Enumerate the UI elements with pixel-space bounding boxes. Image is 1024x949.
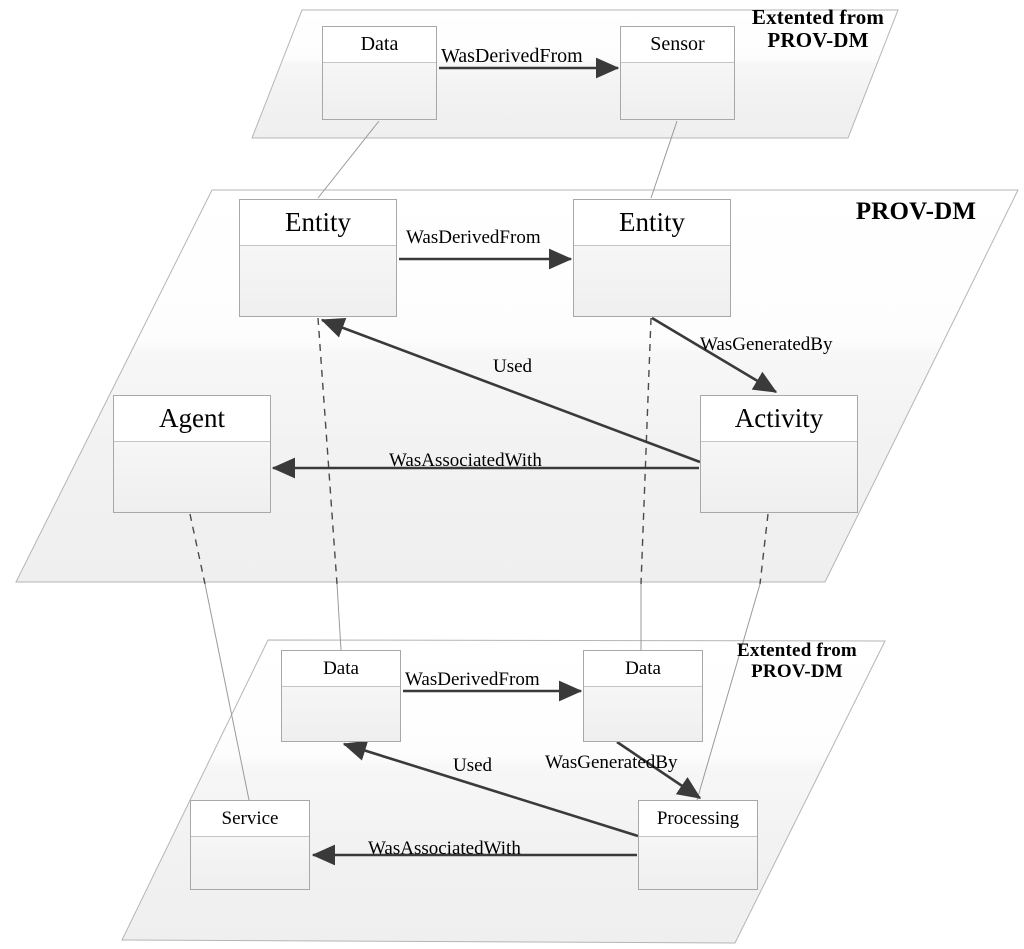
service-bottom: Service bbox=[190, 800, 310, 890]
relation-edges bbox=[271, 57, 778, 866]
map-entity-left-to-data bbox=[336, 583, 342, 651]
layer-title-bottom: Extented from PROV-DM bbox=[737, 640, 857, 682]
layer-title-middle: PROV-DM bbox=[855, 198, 977, 225]
agent-middle: Agent bbox=[113, 395, 271, 513]
entity-middle-left: Entity bbox=[239, 199, 397, 317]
was-associated-with-bottom-label: WasAssociatedWith bbox=[368, 838, 521, 859]
data-bottom-left: Data bbox=[281, 650, 401, 742]
agent-middle-label: Agent bbox=[114, 396, 270, 442]
data-bottom-left-body bbox=[282, 687, 400, 741]
sensor-top-right: Sensor bbox=[620, 26, 735, 120]
entity-middle-right-body bbox=[574, 246, 730, 316]
data-bottom-right: Data bbox=[583, 650, 703, 742]
map-agent-to-service bbox=[204, 583, 250, 801]
was-derived-from-bottom-label: WasDerivedFrom bbox=[405, 669, 540, 690]
processing-bottom-label: Processing bbox=[639, 801, 757, 837]
data-bottom-left-label: Data bbox=[282, 651, 400, 687]
data-bottom-right-label: Data bbox=[584, 651, 702, 687]
entity-middle-right: Entity bbox=[573, 199, 731, 317]
was-generated-by-bottom-label: WasGeneratedBy bbox=[545, 752, 678, 773]
activity-middle: Activity bbox=[700, 395, 858, 513]
was-generated-by-middle-label: WasGeneratedBy bbox=[700, 334, 833, 355]
entity-middle-left-body bbox=[240, 246, 396, 316]
dash-entity-left-down bbox=[317, 317, 338, 585]
map-activity-to-processing bbox=[696, 583, 761, 801]
was-generated-by-middle bbox=[651, 316, 778, 394]
sensor-top-right-label: Sensor bbox=[621, 27, 734, 63]
dash-entity-right-down bbox=[640, 317, 652, 585]
was-associated-with-middle-label: WasAssociatedWith bbox=[389, 450, 542, 471]
entity-middle-right-label: Entity bbox=[574, 200, 730, 246]
used-bottom-label: Used bbox=[453, 755, 493, 776]
dash-activity-down bbox=[759, 513, 769, 585]
activity-middle-body bbox=[701, 442, 857, 512]
layer-title-top: Extented from PROV-DM bbox=[751, 5, 885, 52]
data-bottom-right-body bbox=[584, 687, 702, 741]
activity-middle-label: Activity bbox=[701, 396, 857, 442]
layer-mapping-lines bbox=[189, 120, 769, 801]
data-top-left-label: Data bbox=[323, 27, 436, 63]
map-data-to-entity bbox=[317, 120, 380, 199]
processing-bottom: Processing bbox=[638, 800, 758, 890]
service-bottom-body bbox=[191, 837, 309, 889]
entity-middle-left-label: Entity bbox=[240, 200, 396, 246]
service-bottom-label: Service bbox=[191, 801, 309, 837]
agent-middle-body bbox=[114, 442, 270, 512]
used-middle-label: Used bbox=[493, 356, 533, 377]
map-sensor-to-entity bbox=[650, 120, 678, 199]
data-top-left: Data bbox=[322, 26, 437, 120]
used-middle bbox=[320, 318, 701, 464]
sensor-top-right-body bbox=[621, 63, 734, 119]
used-bottom bbox=[342, 740, 639, 838]
data-top-left-body bbox=[323, 63, 436, 119]
was-generated-by-bottom bbox=[616, 740, 702, 800]
processing-bottom-body bbox=[639, 837, 757, 889]
was-derived-from-middle-label: WasDerivedFrom bbox=[406, 227, 541, 248]
was-derived-from-top-label: WasDerivedFrom bbox=[441, 45, 583, 67]
